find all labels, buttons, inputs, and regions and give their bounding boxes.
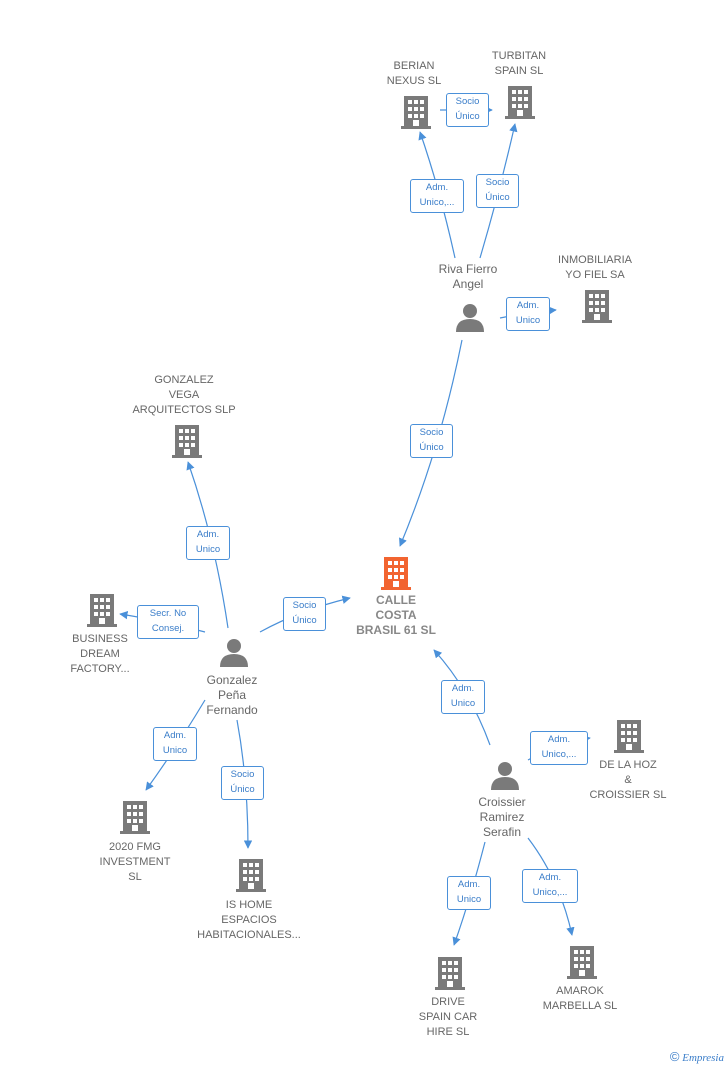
node-label-gonzalez-vega[interactable]: GONZALEZ VEGA ARQUITECTOS SLP [132,374,236,416]
building-icon-drive-spain [435,956,465,995]
node-label-business-dream[interactable]: BUSINESS DREAM FACTORY... [70,633,130,675]
building-icon-inmobiliaria [582,289,612,328]
edge-label-croissier-amarok[interactable]: Adm. Unico,... [522,869,578,903]
person-icon-gonzalez [219,637,249,672]
person-icon-riva [455,302,485,337]
footer-brand: © Empresia [670,1049,724,1064]
node-label-fmg[interactable]: 2020 FMG INVESTMENT SL [99,841,171,883]
building-icon-fmg [120,800,150,839]
edge-label-croissier-delahoz[interactable]: Adm. Unico,... [530,731,588,765]
edge-label-gonzalez-business[interactable]: Secr. No Consej. [137,605,199,639]
edge-label-gonzalez-fmg[interactable]: Adm. Unico [153,727,197,761]
building-icon-business-dream [87,593,117,632]
copyright-symbol: © [669,1049,680,1064]
edge-label-gonzalez-calle[interactable]: Socio Único [283,597,326,631]
building-icon-gonzalez-vega [172,424,202,463]
person-icon-croissier [490,760,520,795]
node-label-is-home[interactable]: IS HOME ESPACIOS HABITACIONALES... [197,899,301,941]
node-label-de-la-hoz[interactable]: DE LA HOZ & CROISSIER SL [589,759,667,801]
building-icon-amarok [567,945,597,984]
node-label-amarok[interactable]: AMAROK MARBELLA SL [542,985,618,1012]
edge-label-riva-turbitan[interactable]: Socio Único [476,174,519,208]
node-label-drive-spain[interactable]: DRIVE SPAIN CAR HIRE SL [418,996,478,1038]
edge-label-riva-inmobiliaria[interactable]: Adm. Unico [506,297,550,331]
edge-label-riva-calle[interactable]: Socio Único [410,424,453,458]
edge-label-berian-turbitan[interactable]: Socio Único [446,93,489,127]
edge-label-croissier-calle[interactable]: Adm. Unico [441,680,485,714]
node-label-turbitan[interactable]: TURBITAN SPAIN SL [491,50,547,77]
node-label-croissier[interactable]: Croissier Ramirez Serafin [478,795,526,839]
node-label-gonzalez-pena[interactable]: Gonzalez Peña Fernando [206,673,258,717]
edge-label-gonzalez-vega[interactable]: Adm. Unico [186,526,230,560]
edge-label-gonzalez-ishome[interactable]: Socio Único [221,766,264,800]
edge-label-riva-berian[interactable]: Adm. Unico,... [410,179,464,213]
node-label-riva-fierro[interactable]: Riva Fierro Angel [438,262,498,291]
brand-name: Empresia [682,1052,724,1064]
node-label-berian[interactable]: BERIAN NEXUS SL [386,60,442,87]
edge-label-croissier-drive[interactable]: Adm. Unico [447,876,491,910]
building-icon-is-home [236,858,266,897]
node-label-inmobiliaria[interactable]: INMOBILIARIA YO FIEL SA [558,254,632,281]
building-icon-turbitan [505,85,535,124]
building-icon-de-la-hoz [614,719,644,758]
building-icon-main [381,556,411,595]
node-label-calle-costa[interactable]: CALLE COSTA BRASIL 61 SL [356,593,436,637]
building-icon-berian [401,95,431,134]
